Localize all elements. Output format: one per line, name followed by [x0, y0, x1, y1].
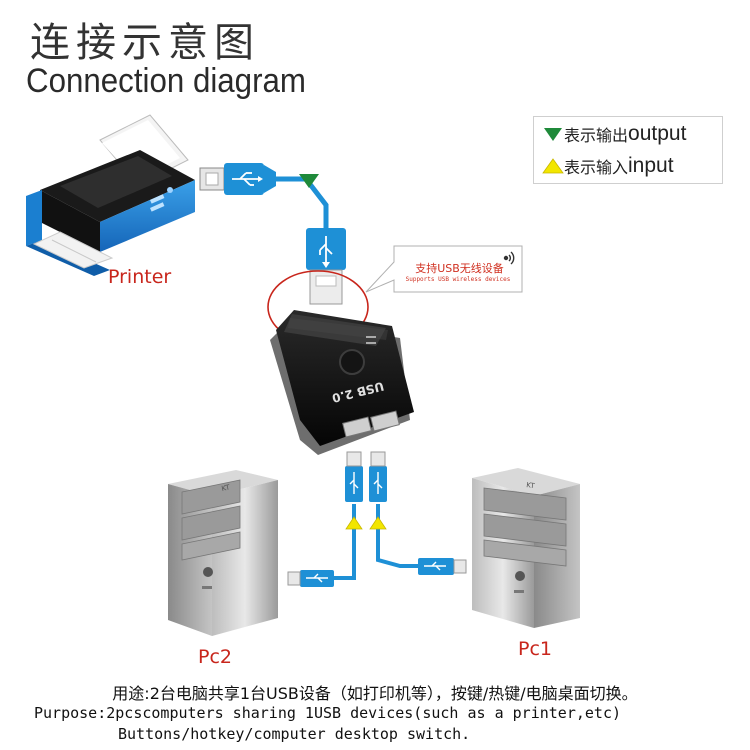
pc2-label: Pc2	[198, 646, 232, 668]
footer-purpose-en-line2: Buttons/hotkey/computer desktop switch.	[118, 725, 471, 743]
usb-switch-image	[270, 310, 414, 455]
footer-purpose-cn: 用途:2台电脑共享1台USB设备（如打印机等），按键/热键/电脑桌面切换。	[112, 684, 638, 703]
callout-text-en: Supports USB wireless devices	[405, 276, 511, 283]
callout-bubble	[365, 245, 523, 293]
legend-input-en: input	[628, 154, 674, 177]
title-english: Connection diagram	[26, 62, 306, 100]
title-chinese: 连接示意图	[30, 20, 260, 66]
legend-output-cn: 表示输出	[564, 126, 629, 145]
wireless-icon	[503, 251, 515, 265]
callout-text-cn: 支持USB无线设备	[415, 262, 504, 275]
printer-image	[26, 114, 195, 276]
printer-cable	[199, 163, 346, 305]
legend-input-cn: 表示输入	[564, 158, 629, 177]
legend-input: 表示输入 input	[542, 152, 674, 180]
output-triangle-icon	[544, 128, 562, 141]
legend-output-en: output	[628, 122, 687, 145]
pc1-label: Pc1	[518, 638, 552, 660]
pc2-marking: KT	[221, 483, 232, 493]
input-triangle-icon	[542, 158, 564, 174]
pc-cables	[287, 451, 467, 587]
printer-label: Printer	[108, 266, 172, 288]
pc1-marking: KT	[526, 481, 536, 490]
footer-purpose-en-line1: Purpose:2pcscomputers sharing 1USB devic…	[34, 704, 621, 722]
pc2-tower-image	[168, 470, 278, 636]
legend-box: 表示输出 output 表示输入 input	[533, 116, 723, 184]
legend-output: 表示输出 output	[542, 120, 686, 148]
pc1-tower-image	[472, 468, 580, 628]
